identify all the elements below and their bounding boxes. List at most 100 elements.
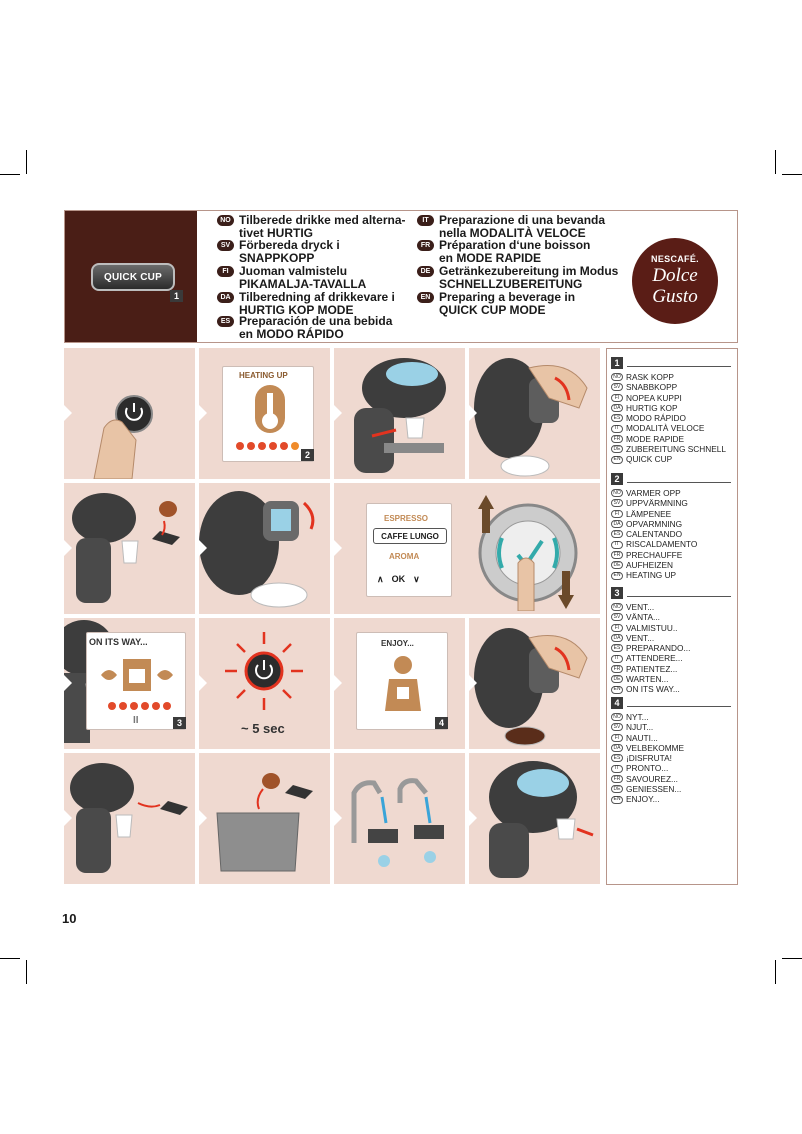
lang-code-badge: DA (611, 634, 623, 643)
legend-item-text: HURTIG KOP (626, 402, 678, 413)
arrow-icon (334, 540, 342, 556)
header-lang-text: Preparazione di una bevanda nella MODALI… (439, 213, 606, 240)
legend-item: ES¡DISFRUTA! (611, 753, 735, 763)
crop-mark (0, 958, 20, 959)
instruction-grid: HEATING UP 2 (64, 348, 600, 885)
lang-code-badge: FI (217, 266, 234, 277)
step-heating-up: HEATING UP 2 (199, 348, 330, 479)
lang-code-badge: IT (611, 424, 623, 433)
lang-code-badge: NO (611, 373, 623, 382)
machine-illustration (354, 358, 446, 473)
quick-cup-button: QUICK CUP (91, 263, 175, 291)
header-lang-fi: FI Juoman valmistelu PIKAMALJA-TAVALLA (217, 265, 366, 291)
lang-code-badge: IT (611, 764, 623, 773)
step-lever-up-again (469, 618, 600, 749)
crop-mark (26, 960, 27, 984)
header-lang-text: Preparación de una bebida en MODO RÁPIDO (239, 314, 393, 341)
steam-cup-icon (101, 659, 173, 691)
step-place-cup (334, 348, 465, 479)
lang-code-badge: NO (611, 713, 623, 722)
rinse-illustration (351, 778, 444, 867)
menu-ok: OK (391, 574, 406, 584)
arrow-icon (469, 405, 477, 421)
legend-item-text: ZUBEREITUNG SCHNELL (626, 444, 727, 455)
arrow-icon (199, 405, 207, 421)
arrow-icon (199, 675, 207, 691)
lang-code-badge: FI (611, 733, 623, 742)
lang-code-badge: ES (611, 414, 623, 423)
step-enjoy: ENJOY... 4 (334, 618, 465, 749)
arrow-icon (334, 810, 342, 826)
step-number-badge: 2 (301, 449, 314, 461)
step-rinse (334, 753, 465, 884)
lang-code-badge: DA (611, 404, 623, 413)
arrow-icon (199, 810, 207, 826)
lang-code-badge: DA (611, 744, 623, 753)
enjoy-display: ENJOY... 4 (356, 632, 448, 730)
wait-time-label: ~ 5 sec (241, 721, 285, 736)
legend-item-text: MODO RÁPIDO (626, 413, 686, 424)
arrow-icon (469, 675, 477, 691)
header-lang-text: Juoman valmistelu PIKAMALJA-TAVALLA (239, 264, 367, 291)
legend-item-text: GENIESSEN... (626, 784, 682, 795)
lang-code-badge: FR (611, 550, 623, 559)
logo-dolce: Dolce (652, 265, 698, 286)
arrow-icon (64, 675, 72, 691)
header-lang-es: ES Preparación de una bebida en MODO RÁPI… (217, 315, 392, 341)
step-remove-capsule (64, 753, 195, 884)
lang-code-badge: ES (611, 530, 623, 539)
lang-code-badge: ES (217, 316, 234, 327)
legend-item-text: MODE RAPIDE (626, 433, 685, 444)
nescafe-dolce-gusto-logo: NESCAFÉ. Dolce Gusto (632, 238, 718, 324)
legend-item-text: LÄMPENEE (626, 508, 672, 519)
legend-item-text: ATTENDERE... (626, 653, 683, 664)
capsule-insert-illustration (72, 493, 180, 603)
header-lang-sv: SV Förbereda dryck i SNAPPKOPP (217, 239, 340, 265)
lang-code-badge: SV (217, 240, 234, 251)
legend-item-text: PRECHAUFFE (626, 549, 683, 560)
lang-code-badge: DA (611, 520, 623, 529)
arrow-icon (64, 405, 72, 421)
lang-code-badge: SV (611, 613, 623, 622)
header-lang-text: Förbereda dryck i SNAPPKOPP (239, 238, 340, 265)
machine-lever-illustration (474, 628, 588, 746)
logo-gusto: Gusto (652, 286, 698, 307)
legend-item-text: HEATING UP (626, 570, 677, 581)
legend-item-text: SAVOUREZ... (626, 773, 678, 784)
legend-item-text: NYT... (626, 712, 649, 722)
header-lang-text: Préparation d‘une boisson en MODE RAPIDE (439, 238, 591, 265)
arrow-icon (64, 540, 72, 556)
heating-up-display: HEATING UP 2 (222, 366, 314, 462)
machine-lever-illustration (474, 358, 588, 477)
progress-dots (236, 442, 299, 450)
legend-item-text: NAUTI... (626, 732, 658, 743)
step-lever-up (469, 348, 600, 479)
legend-divider (627, 482, 731, 483)
lang-code-badge: SV (611, 723, 623, 732)
header-lang-text: Tilberedning af drikkevare i HURTIG KOP … (239, 290, 395, 317)
thermometer-icon (255, 385, 285, 433)
lang-code-badge: FI (611, 393, 623, 402)
legend-item-text: CALENTANDO (626, 529, 683, 540)
lang-code-badge: DE (611, 785, 623, 794)
